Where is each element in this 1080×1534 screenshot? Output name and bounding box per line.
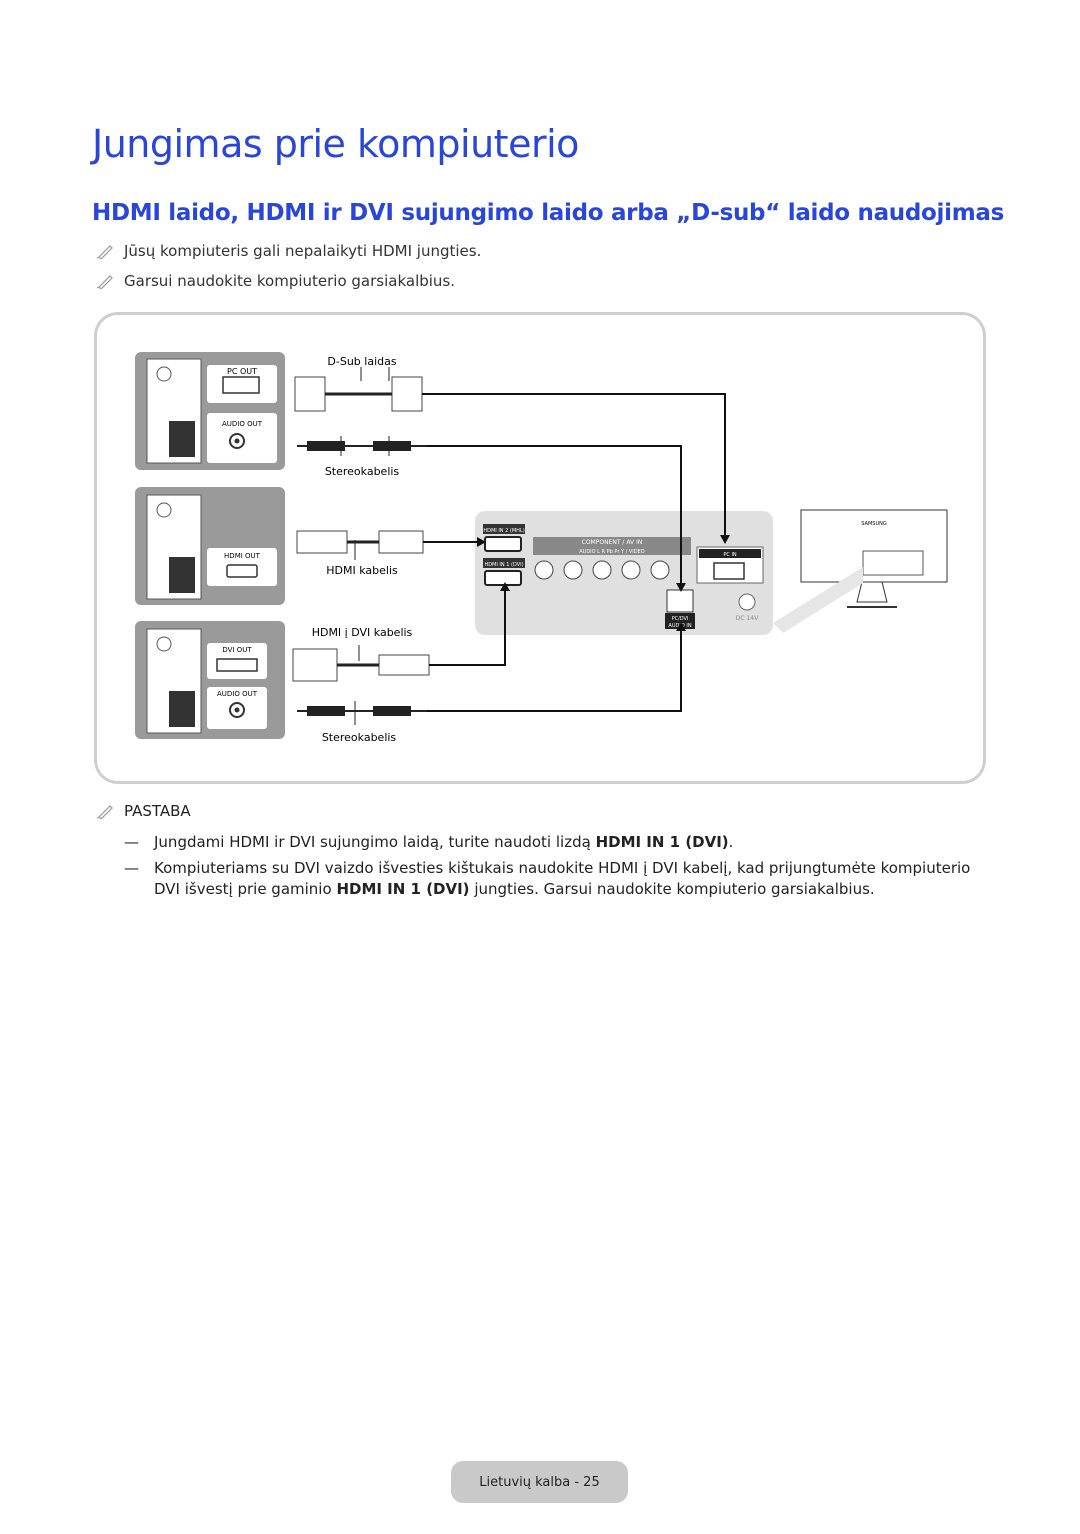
connection-diagram: PC OUT AUDIO OUT HDMI OUT DVI OUT AUDIO … <box>94 312 986 784</box>
port-label: DVI OUT <box>222 646 252 654</box>
dash-note-text: Jungdami HDMI ir DVI sujungimo laidą, tu… <box>124 832 984 853</box>
tv-brand: SAMSUNG <box>861 521 887 527</box>
dash-note-text-part: . <box>728 833 734 851</box>
hdmi-dvi-cable <box>292 645 430 682</box>
port-label: PC IN <box>723 552 737 558</box>
port-label: DC 14V <box>736 615 759 622</box>
dash-note-bold: HDMI IN 1 (DVI) <box>336 880 470 898</box>
page-footer: Lietuvių kalba - 25 <box>451 1461 628 1503</box>
hdmi-cable <box>296 530 424 560</box>
dash-bullet: — <box>124 859 139 877</box>
dash-note-text-part: Jungdami HDMI ir DVI sujungimo laidą, tu… <box>154 833 596 851</box>
cable-label: HDMI kabelis <box>326 564 398 577</box>
tv-connector-panel: HDMI IN 2 (MHL) HDMI IN 1 (DVI) COMPONEN… <box>475 511 773 635</box>
connection-lines <box>422 393 726 712</box>
port-label: AUDIO OUT <box>222 420 263 428</box>
dash-note: — Jungdami HDMI ir DVI sujungimo laidą, … <box>124 832 984 853</box>
pencil-icon <box>96 805 113 819</box>
dash-note-text: Kompiuteriams su DVI vaizdo išvesties ki… <box>124 858 984 900</box>
note-heading-label: PASTABA <box>124 802 191 820</box>
note-text: Garsui naudokite kompiuterio garsiakalbi… <box>124 272 456 290</box>
cable-label: Stereokabelis <box>322 731 397 744</box>
page-title: Jungimas prie kompiuterio <box>92 122 579 166</box>
note-heading: PASTABA <box>96 802 191 820</box>
port-label: HDMI IN 1 (DVI) <box>484 562 523 568</box>
dash-note-text-part: jungties. Garsui naudokite kompiuterio g… <box>469 880 875 898</box>
port-label: COMPONENT / AV IN <box>582 539 643 546</box>
cable-label: HDMI į DVI kabelis <box>312 626 413 639</box>
pc-dvi-box: DVI OUT AUDIO OUT <box>135 621 285 739</box>
cable-label: Stereokabelis <box>325 465 400 478</box>
connection-diagram-svg: PC OUT AUDIO OUT HDMI OUT DVI OUT AUDIO … <box>135 352 948 744</box>
dash-bullet: — <box>124 833 139 851</box>
stereo-cable-1 <box>297 436 427 456</box>
port-label: AUDIO OUT <box>217 690 258 698</box>
note-item: Jūsų kompiuteris gali nepalaikyti HDMI j… <box>96 242 481 260</box>
cable-label: D-Sub laidas <box>327 355 396 368</box>
note-text: Jūsų kompiuteris gali nepalaikyti HDMI j… <box>124 242 482 260</box>
note-item: Garsui naudokite kompiuterio garsiakalbi… <box>96 272 455 290</box>
dsub-cable <box>294 367 423 412</box>
arrowheads <box>477 535 730 631</box>
dash-note-text-part: Kompiuteriams su DVI vaizdo išvesties ki… <box>154 859 971 898</box>
pencil-icon <box>96 245 113 259</box>
port-label: PC/DVI <box>672 616 689 622</box>
port-label: HDMI IN 2 (MHL) <box>483 528 524 534</box>
pc-dsub-box: PC OUT AUDIO OUT <box>135 352 285 470</box>
dash-note-bold: HDMI IN 1 (DVI) <box>595 833 729 851</box>
pc-hdmi-box: HDMI OUT <box>135 487 285 605</box>
tv-back-view: SAMSUNG <box>773 509 948 633</box>
stereo-cable-2 <box>297 701 427 725</box>
pencil-icon <box>96 275 113 289</box>
port-label: AUDIO L R Pb Pr Y / VIDEO <box>579 549 645 555</box>
section-subtitle: HDMI laido, HDMI ir DVI sujungimo laido … <box>92 200 1004 226</box>
port-label: PC OUT <box>227 367 257 376</box>
port-label: HDMI OUT <box>224 552 261 560</box>
dash-note: — Kompiuteriams su DVI vaizdo išvesties … <box>124 858 984 900</box>
